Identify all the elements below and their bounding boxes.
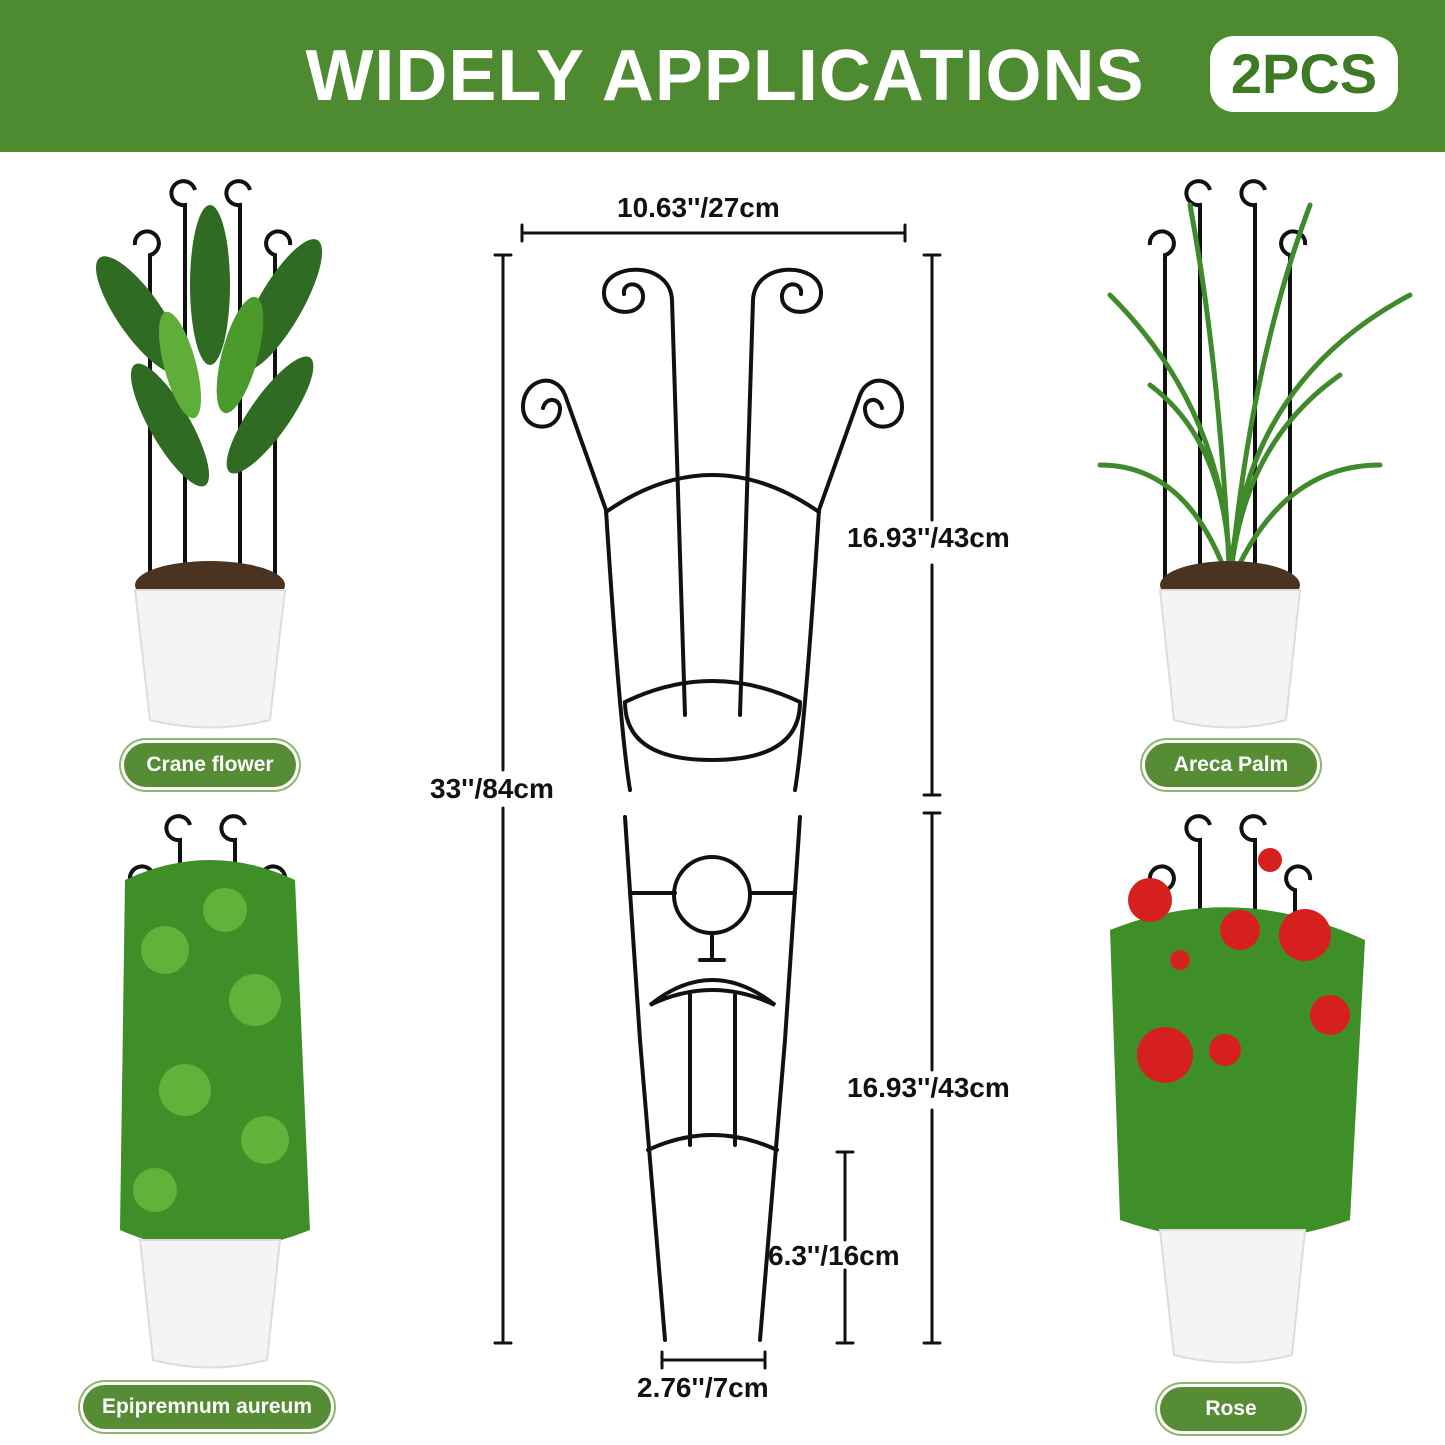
trellis-lower-bars — [688, 993, 737, 1147]
epipremnum-aureum-image — [120, 814, 310, 1369]
trellis-upper-right-inner-curl — [738, 267, 824, 717]
label-rose: Rose — [1160, 1387, 1302, 1431]
crane-flower-image — [95, 179, 323, 729]
areca-palm-image — [1097, 179, 1413, 729]
dim-width-top: 10.63''/27cm — [617, 192, 780, 223]
label-areca-palm: Areca Palm — [1145, 743, 1317, 787]
trellis-upper-left-outer-leg — [520, 378, 632, 792]
dim-width-bottom: 2.76''/7cm — [637, 1372, 769, 1403]
trellis-lower-ring — [672, 855, 752, 935]
dim-line-stake-height — [835, 1150, 855, 1345]
dim-line-total-height — [493, 253, 513, 1345]
dim-total-height: 33''/84cm — [430, 773, 554, 804]
rose-image — [1110, 814, 1365, 1364]
trellis-upper-left-inner-curl — [601, 267, 687, 717]
trellis-lower-stem — [698, 931, 726, 962]
trellis-upper-right-outer-leg — [793, 378, 905, 792]
dim-line-bottom-width — [660, 1350, 767, 1370]
page-title: WIDELY APPLICATIONS — [305, 36, 1145, 116]
dim-line-top-width — [520, 223, 907, 243]
quantity-badge: 2PCS — [1210, 36, 1398, 112]
label-crane-flower: Crane flower — [124, 743, 296, 787]
trellis-lower-left-leg — [623, 815, 667, 1342]
dim-upper-height: 16.93''/43cm — [847, 522, 1010, 553]
header-banner: WIDELY APPLICATIONS 2PCS — [0, 0, 1445, 152]
dim-stake-height: 6.3''/16cm — [768, 1240, 900, 1271]
trellis-lower-cradle — [648, 978, 777, 1007]
label-epipremnum-aureum: Epipremnum aureum — [83, 1385, 331, 1429]
dim-line-upper-height — [922, 253, 942, 797]
trellis-upper-cradle — [622, 679, 803, 763]
dim-line-lower-height — [922, 811, 942, 1345]
trellis-lower-arc — [646, 1133, 779, 1152]
dim-lower-height: 16.93''/43cm — [847, 1072, 1010, 1103]
trellis-upper-arc — [604, 473, 821, 514]
